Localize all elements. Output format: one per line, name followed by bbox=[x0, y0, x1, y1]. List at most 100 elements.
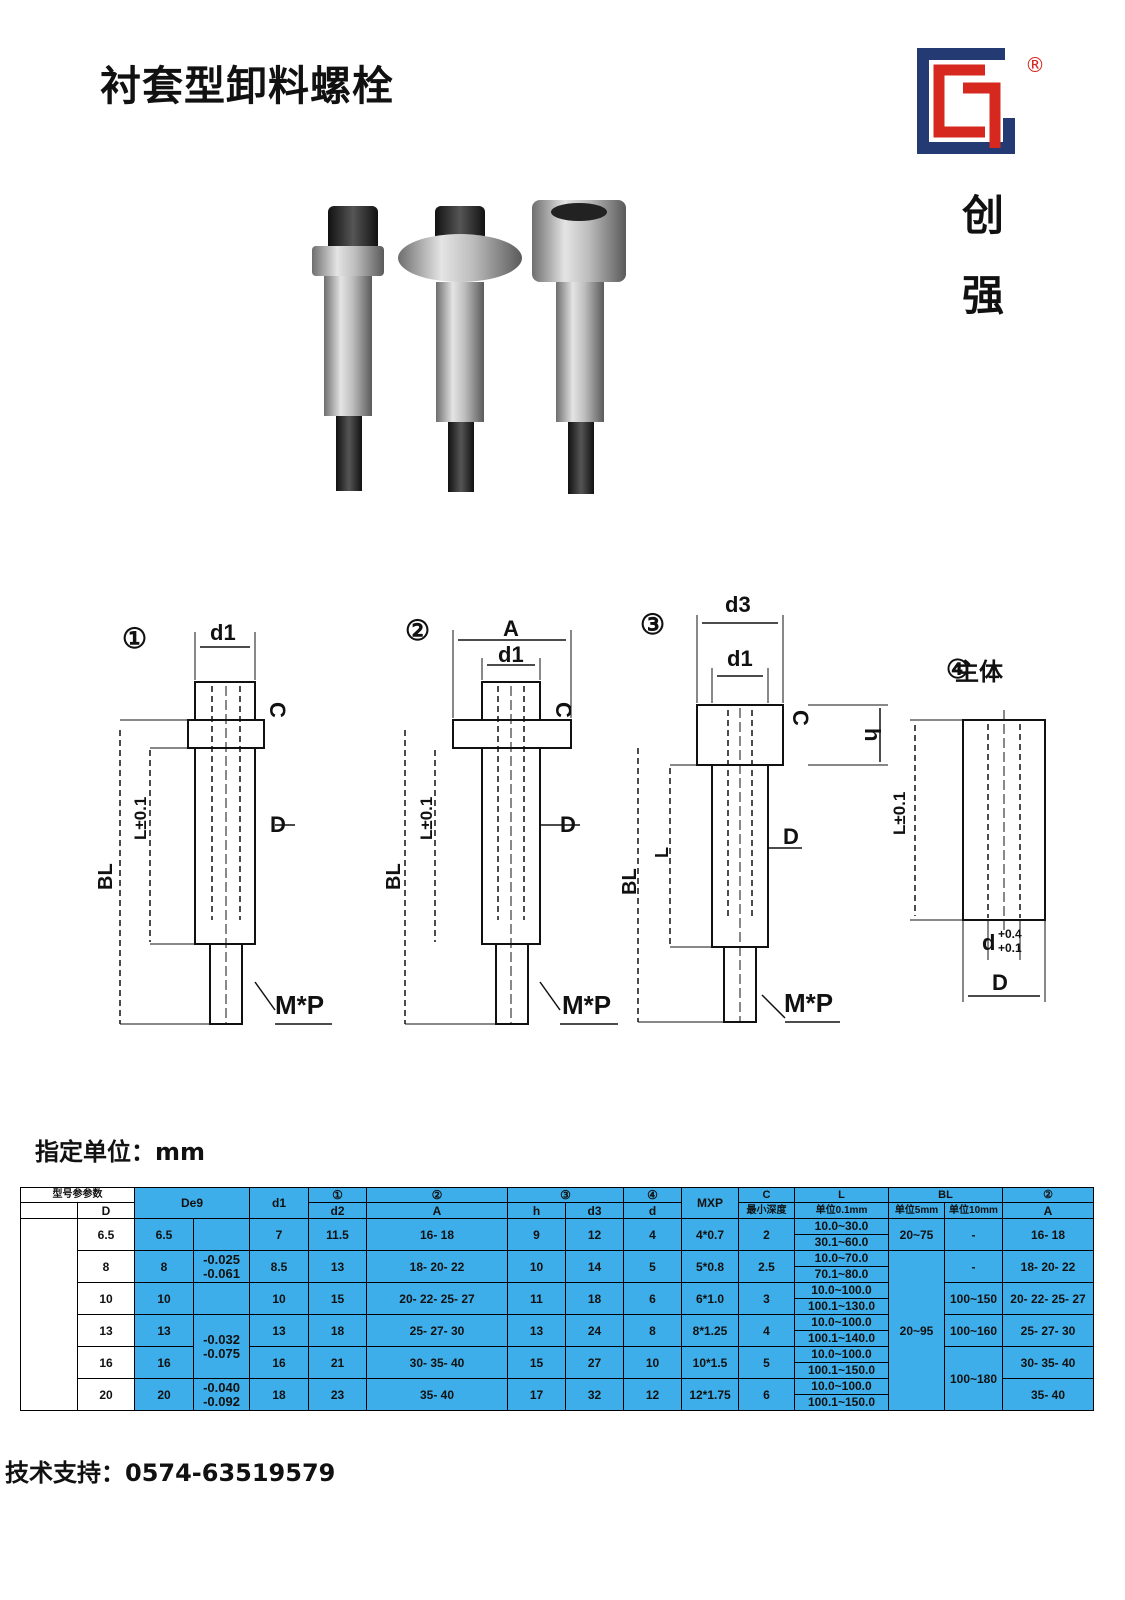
table-subheader-row: D d2 A h d3 d 最小深度 单位0.1mm 单位5mm 单位10mm … bbox=[20, 1202, 1094, 1219]
cell-d1: 16 bbox=[249, 1346, 309, 1379]
cell-mxp: 4*0.7 bbox=[681, 1218, 739, 1251]
cell-h: 13 bbox=[507, 1314, 566, 1347]
cell-d1: 10 bbox=[249, 1282, 309, 1315]
label-l-tol: L±0.1 bbox=[890, 792, 909, 835]
label-d: D bbox=[992, 970, 1008, 995]
label-d1: d1 bbox=[498, 642, 524, 667]
header-c: C bbox=[738, 1187, 795, 1203]
page-title: 衬套型卸料螺栓 bbox=[100, 62, 394, 110]
type-1-number: ① bbox=[122, 623, 147, 654]
cell-l-range-1: 10.0~100.0 bbox=[795, 1315, 888, 1331]
header-l-sub: 单位0.1mm bbox=[794, 1202, 889, 1219]
cell-a2: 25- 27- 30 bbox=[1002, 1314, 1094, 1347]
cell-mxp: 12*1.75 bbox=[681, 1378, 739, 1411]
cell-a2: 30- 35- 40 bbox=[1002, 1346, 1094, 1379]
header-bl-10: 单位10mm bbox=[944, 1202, 1003, 1219]
label-h: h bbox=[860, 728, 885, 741]
cell-a: 35- 40 bbox=[366, 1378, 508, 1411]
cell-d3: 24 bbox=[565, 1314, 624, 1347]
cell-a: 16- 18 bbox=[366, 1218, 508, 1251]
registered-mark: ® bbox=[1025, 53, 1045, 77]
bolt-photo-1 bbox=[312, 206, 384, 491]
cell-a: 25- 27- 30 bbox=[366, 1314, 508, 1347]
cell-d3: 12 bbox=[565, 1218, 624, 1251]
drawing-type-2 bbox=[404, 630, 618, 1025]
cell-d1: 7 bbox=[249, 1218, 309, 1251]
row-blank bbox=[20, 1218, 78, 1411]
cell-bl10: - bbox=[944, 1218, 1003, 1251]
drawing-type-3 bbox=[637, 615, 888, 1023]
cell-d3: 18 bbox=[565, 1282, 624, 1315]
cell-tol bbox=[193, 1282, 250, 1315]
cell-de9: 6.5 bbox=[134, 1218, 194, 1251]
label-l-tol: L±0.1 bbox=[417, 797, 436, 840]
cell-de9: 10 bbox=[134, 1282, 194, 1315]
product-photo bbox=[312, 200, 626, 494]
cell-d2: 13 bbox=[308, 1250, 367, 1283]
type-4-number: ④ bbox=[946, 654, 969, 684]
cell-mxp: 8*1.25 bbox=[681, 1314, 739, 1347]
bolt-photo-3 bbox=[532, 200, 626, 494]
cell-bl10: 100~180 bbox=[944, 1346, 1003, 1411]
cell-a2: 20- 22- 25- 27 bbox=[1002, 1282, 1094, 1315]
header-d: D bbox=[77, 1202, 135, 1219]
header-d-small: d bbox=[623, 1202, 682, 1219]
label-d: D bbox=[270, 812, 286, 837]
cell-bl10: - bbox=[944, 1250, 1003, 1283]
header-h: h bbox=[507, 1202, 566, 1219]
label-l-tol: L±0.1 bbox=[131, 797, 150, 840]
cell-mxp: 6*1.0 bbox=[681, 1282, 739, 1315]
support-label: 技术支持：0574-63519579 bbox=[5, 1459, 336, 1487]
cell-a2: 16- 18 bbox=[1002, 1218, 1094, 1251]
cell-mxp: 5*0.8 bbox=[681, 1250, 739, 1283]
brand-char-2: 强 bbox=[962, 271, 1005, 320]
label-d: D bbox=[783, 824, 799, 849]
drawing-type-1 bbox=[119, 632, 332, 1025]
cell-c: 2 bbox=[738, 1218, 795, 1251]
header-c-sub: 最小深度 bbox=[738, 1202, 795, 1219]
cell-de9: 13 bbox=[134, 1314, 194, 1347]
label-bl: BL bbox=[95, 863, 117, 890]
spec-table: 型号参参数 De9 d1 ① ② ③ ④ MXP C L BL ② D d2 A… bbox=[20, 1187, 1094, 1411]
cell-c: 4 bbox=[738, 1314, 795, 1347]
header-type-3: ③ bbox=[507, 1187, 624, 1203]
cell-l-range-2: 30.1~60.0 bbox=[814, 1235, 869, 1249]
cell-mxp: 10*1.5 bbox=[681, 1346, 739, 1379]
cell-a2: 18- 20- 22 bbox=[1002, 1250, 1094, 1283]
cell-de9: 20 bbox=[134, 1378, 194, 1411]
cell-l-range-2: 100.1~140.0 bbox=[807, 1331, 876, 1345]
cell-l-range-2: 100.1~150.0 bbox=[807, 1363, 876, 1377]
bolt-photo-2 bbox=[398, 206, 522, 492]
cell-d: 16 bbox=[77, 1346, 135, 1379]
cell-h: 9 bbox=[507, 1218, 566, 1251]
cell-bl5: 20~95 bbox=[888, 1250, 945, 1411]
technical-drawing: ① d1 C D BL L±0.1 M*P ② A d1 C D BL L±0.… bbox=[95, 592, 1046, 1025]
cell-l-range-1: 10.0~100.0 bbox=[795, 1347, 888, 1363]
header-model: 型号参参数 bbox=[20, 1187, 135, 1203]
label-bl: BL bbox=[383, 863, 405, 890]
label-d: d bbox=[982, 930, 995, 955]
cell-bl10: 100~160 bbox=[944, 1314, 1003, 1347]
type-2-number: ② bbox=[405, 615, 430, 646]
label-d: D bbox=[560, 812, 576, 837]
table-header-row: 型号参参数 De9 d1 ① ② ③ ④ MXP C L BL ② bbox=[20, 1187, 1094, 1219]
label-c: C bbox=[788, 710, 813, 726]
cell-tol-2: -0.032 -0.075 bbox=[193, 1314, 250, 1379]
label-c: C bbox=[265, 702, 290, 718]
cell-c: 6 bbox=[738, 1378, 795, 1411]
tol-plus: +0.4 bbox=[998, 927, 1022, 941]
label-mp: M*P bbox=[275, 990, 324, 1020]
header-l: L bbox=[794, 1187, 889, 1203]
cell-l-range-2: 100.1~150.0 bbox=[807, 1395, 876, 1409]
label-d1: d1 bbox=[727, 646, 753, 671]
cell-l-range-2: 100.1~130.0 bbox=[807, 1299, 876, 1313]
cell-l-range-1: 10.0~100.0 bbox=[795, 1283, 888, 1299]
cell-tol bbox=[193, 1218, 250, 1251]
cell-d1: 8.5 bbox=[249, 1250, 309, 1283]
cell-de9: 16 bbox=[134, 1346, 194, 1379]
header-type-2: ② bbox=[366, 1187, 508, 1203]
cell-d: 6 bbox=[623, 1282, 682, 1315]
